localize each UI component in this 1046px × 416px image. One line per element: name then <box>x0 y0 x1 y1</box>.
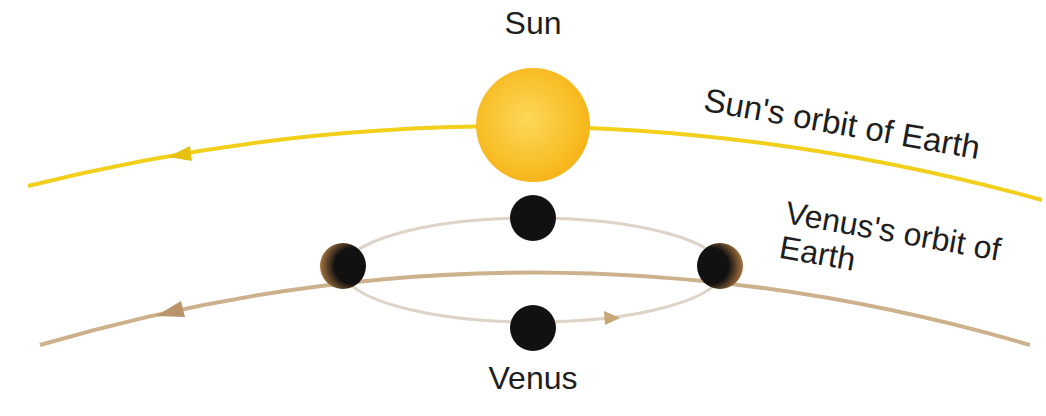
sun-orbit-arrow <box>168 146 192 161</box>
venus-position <box>320 243 366 289</box>
caption-holder: Venus <box>489 361 578 396</box>
venus-circle: Venus <box>510 305 556 351</box>
orbit-label-holder: Venus's orbit of Earth <box>777 195 1018 305</box>
body-label: Sun <box>505 5 562 41</box>
venus-position <box>510 195 556 241</box>
sun-circle: Sun <box>476 68 590 182</box>
venus-orbit-arrow <box>156 301 185 317</box>
body-label: Venus <box>489 360 578 396</box>
epicycle-arrow <box>604 311 620 325</box>
caption-holder: Sun <box>505 6 562 41</box>
venus-position <box>697 243 743 289</box>
orbit-label-holder: Sun's orbit of Earth <box>662 75 1023 173</box>
orbit-label: Venus's orbit of Earth <box>777 194 1004 277</box>
